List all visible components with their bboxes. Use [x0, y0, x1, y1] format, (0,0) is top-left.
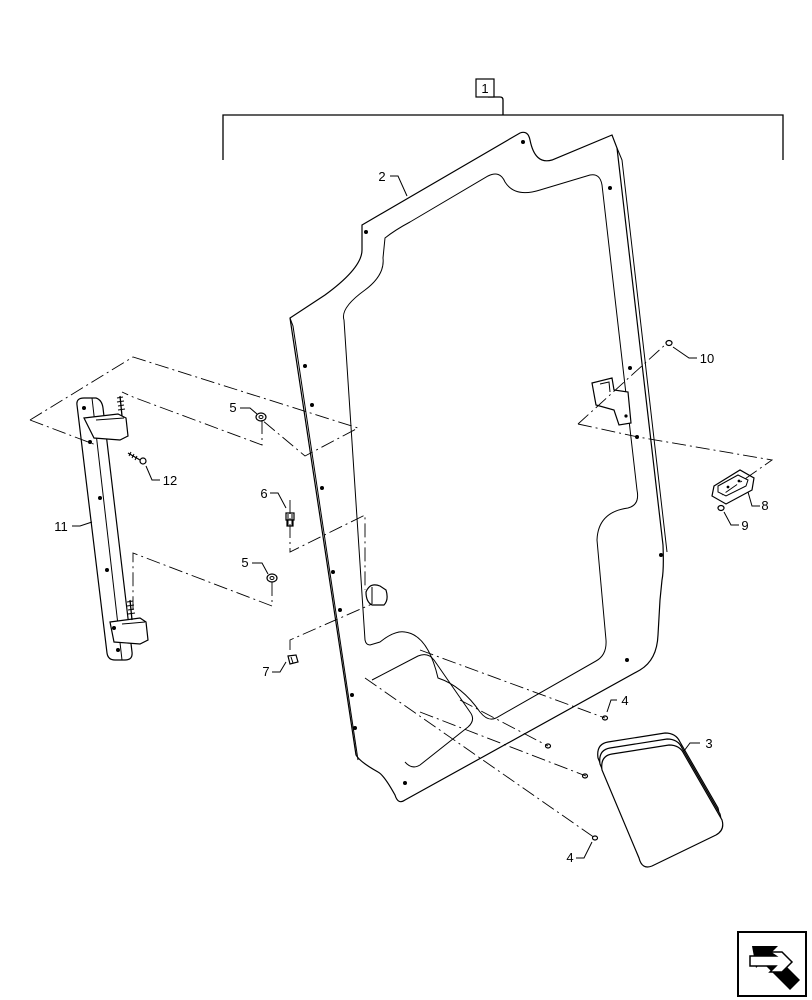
callout-label-7: 7 [262, 664, 269, 679]
callout-label-4-upper: 4 [621, 693, 628, 708]
door-frame [289, 131, 668, 803]
callout-label-9: 9 [741, 518, 748, 533]
washer-5-lower [266, 573, 278, 583]
screw-12 [127, 451, 147, 465]
callout-labels: 1 2 3 4 4 5 5 6 7 8 9 10 11 12 [54, 81, 768, 865]
callout-label-2: 2 [378, 169, 385, 184]
leader-lines [72, 175, 760, 859]
callout-label-6: 6 [260, 486, 267, 501]
fastener-4-middle [544, 743, 589, 779]
arrow-nav-icon[interactable] [737, 931, 807, 997]
assembly-bracket [222, 78, 784, 160]
callout-label-12: 12 [163, 473, 177, 488]
washer-5-upper [255, 412, 267, 422]
callout-box-1 [475, 78, 495, 98]
frame-hinge-boss [365, 584, 388, 606]
callout-label-4-lower: 4 [566, 850, 573, 865]
nut-7 [287, 654, 299, 665]
callout-label-5-lower: 5 [241, 555, 248, 570]
bolt-6 [285, 512, 295, 527]
frame-holes [303, 140, 663, 785]
hinge-bar [76, 395, 149, 661]
frame-latch-bracket [591, 377, 632, 426]
fastener-10 [665, 339, 673, 347]
callout-label-8: 8 [761, 498, 768, 513]
fastener-4-lower [591, 835, 599, 841]
callout-label-1: 1 [481, 81, 488, 96]
fastener-9 [717, 504, 725, 512]
callout-label-10: 10 [700, 351, 714, 366]
callout-label-5-upper: 5 [229, 400, 236, 415]
callout-label-11: 11 [54, 519, 68, 534]
callout-label-3: 3 [705, 736, 712, 751]
phantom-lines [29, 343, 774, 839]
glass-panel [597, 732, 724, 868]
